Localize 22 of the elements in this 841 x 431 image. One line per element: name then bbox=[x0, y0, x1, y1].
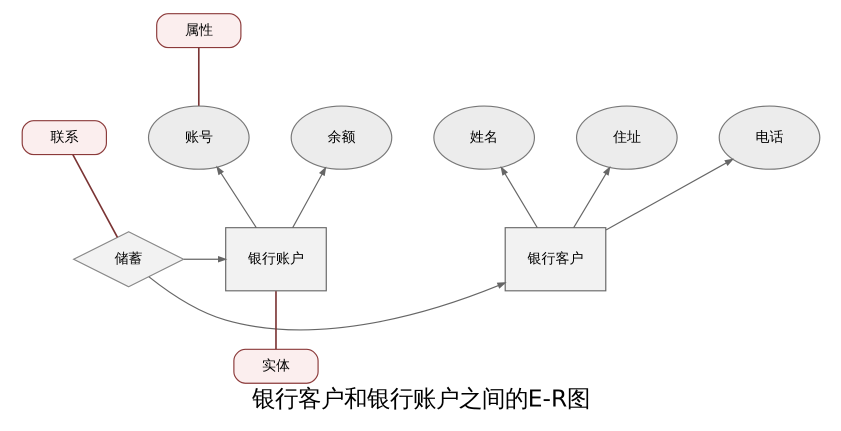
node-box: 银行客户 bbox=[504, 226, 606, 291]
arrow bbox=[500, 166, 538, 228]
node-diamond: 储蓄 bbox=[72, 230, 184, 287]
node-ellipse: 姓名 bbox=[432, 104, 535, 170]
node-box: 联系 bbox=[21, 120, 106, 155]
arrow bbox=[572, 166, 610, 228]
node-ellipse: 住址 bbox=[575, 104, 678, 170]
node-box: 属性 bbox=[156, 12, 241, 48]
node-ellipse: 余额 bbox=[290, 104, 392, 170]
node-ellipse: 电话 bbox=[718, 104, 820, 170]
caption: 银行客户和银行账户之间的E-R图 bbox=[251, 384, 590, 412]
node-box: 实体 bbox=[232, 348, 318, 384]
node-box: 银行账户 bbox=[224, 226, 326, 291]
arrow bbox=[605, 158, 734, 230]
connector bbox=[197, 47, 200, 106]
node-ellipse: 账号 bbox=[147, 104, 250, 170]
connector bbox=[72, 154, 118, 238]
arrow bbox=[148, 276, 506, 330]
connector bbox=[274, 290, 276, 349]
arrow bbox=[292, 166, 326, 228]
arrow bbox=[216, 165, 256, 228]
arrow bbox=[183, 256, 227, 262]
